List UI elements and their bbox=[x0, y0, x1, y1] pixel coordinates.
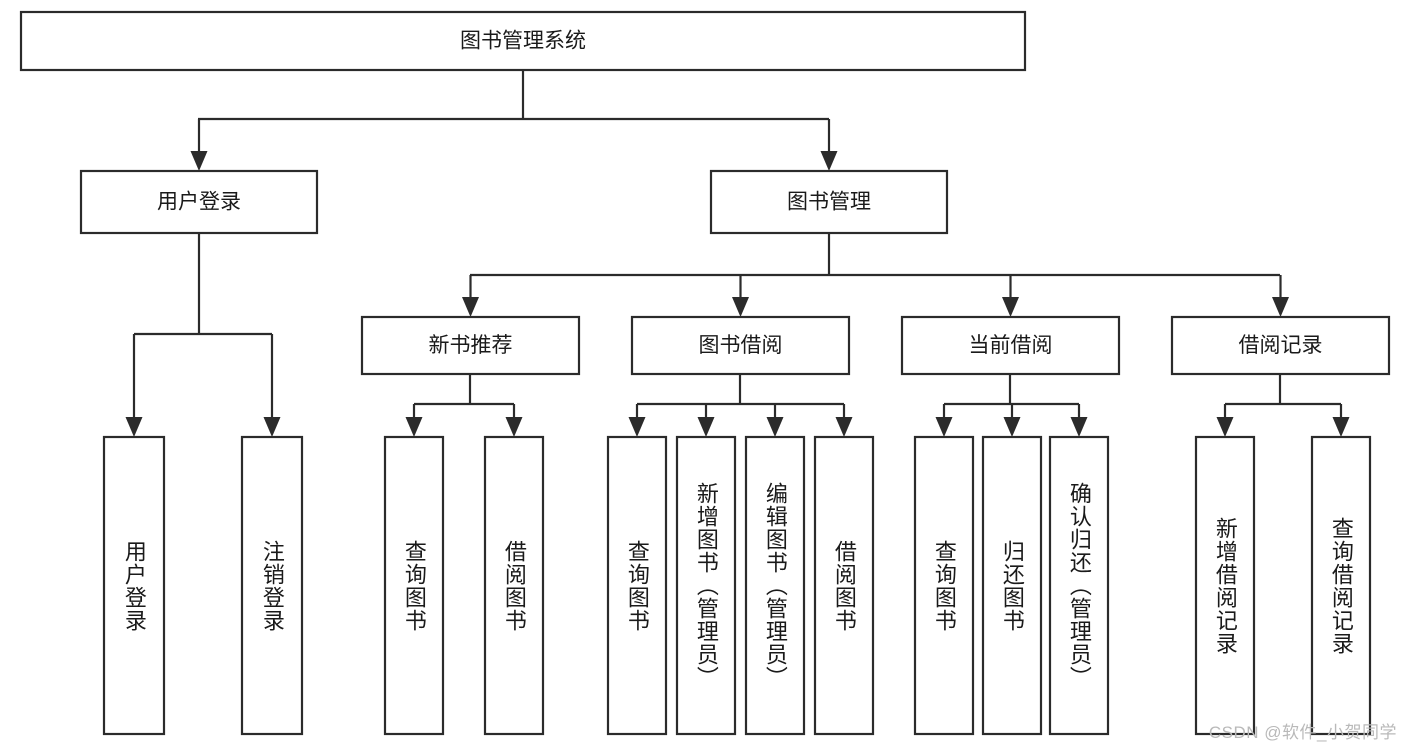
arrow-head-icon bbox=[505, 417, 523, 437]
leaf-node-11-box[interactable] bbox=[1194, 435, 1256, 736]
arrow-head-icon bbox=[628, 417, 646, 437]
root-node-label: 图书管理系统 bbox=[460, 30, 586, 53]
arrow-head-icon bbox=[835, 417, 853, 437]
arrow-head-icon bbox=[1070, 417, 1088, 437]
arrow-head-icon bbox=[697, 417, 715, 437]
leaf-node-10-label: 确认归还（管理员） bbox=[1066, 482, 1092, 689]
leaf-node-7-label: 借阅图书 bbox=[831, 539, 857, 632]
arrow-head-icon bbox=[1216, 417, 1234, 437]
level2-node-0-box[interactable] bbox=[360, 315, 581, 376]
arrow-head-icon bbox=[263, 417, 281, 437]
leaf-node-9-label: 归还图书 bbox=[999, 539, 1025, 632]
leaf-node-3-box[interactable] bbox=[483, 435, 545, 736]
arrow-head-icon bbox=[766, 417, 784, 437]
connectors-layer bbox=[125, 70, 1350, 437]
arrow-head-icon bbox=[1002, 297, 1019, 317]
leaf-node-9-box[interactable] bbox=[981, 435, 1043, 736]
arrow-head-icon bbox=[462, 297, 479, 317]
arrow-head-icon bbox=[935, 417, 953, 437]
leaf-node-12-label: 查询借阅记录 bbox=[1328, 516, 1354, 655]
leaf-node-4-box[interactable] bbox=[606, 435, 668, 736]
leaf-node-1-label: 注销登录 bbox=[259, 539, 285, 632]
arrow-head-icon bbox=[820, 151, 838, 171]
arrow-head-icon bbox=[1272, 297, 1289, 317]
watermark: CSDN @软件_小贺同学 bbox=[1208, 723, 1397, 742]
leaf-node-10-box[interactable] bbox=[1048, 435, 1110, 736]
leaf-node-7-box[interactable] bbox=[813, 435, 875, 736]
level2-node-2-label: 当前借阅 bbox=[969, 334, 1053, 357]
level2-node-1-box[interactable] bbox=[630, 315, 851, 376]
leaf-node-0-box[interactable] bbox=[102, 435, 166, 736]
leaf-node-8-label: 查询图书 bbox=[931, 539, 957, 632]
leaf-node-2-label: 查询图书 bbox=[401, 539, 427, 632]
level2-node-0-label: 新书推荐 bbox=[429, 334, 513, 357]
root-node-box[interactable] bbox=[19, 10, 1027, 72]
level2-node-3-box[interactable] bbox=[1170, 315, 1391, 376]
leaf-node-1-box[interactable] bbox=[240, 435, 304, 736]
level2-node-2-box[interactable] bbox=[900, 315, 1121, 376]
arrow-head-icon bbox=[405, 417, 423, 437]
arrow-head-icon bbox=[1003, 417, 1021, 437]
leaf-node-11-label: 新增借阅记录 bbox=[1212, 516, 1238, 655]
leaf-node-5-label: 新增图书（管理员） bbox=[693, 482, 719, 689]
leaf-node-12-box[interactable] bbox=[1310, 435, 1372, 736]
level2-node-3-label: 借阅记录 bbox=[1239, 334, 1323, 357]
level1-node-1-label: 图书管理 bbox=[787, 191, 871, 214]
arrow-head-icon bbox=[190, 151, 208, 171]
level1-node-0-box[interactable] bbox=[79, 169, 319, 235]
leaf-node-3-label: 借阅图书 bbox=[501, 539, 527, 632]
level1-node-0-label: 用户登录 bbox=[157, 191, 241, 214]
leaf-node-5-box[interactable] bbox=[675, 435, 737, 736]
arrow-head-icon bbox=[1332, 417, 1350, 437]
leaf-node-8-box[interactable] bbox=[913, 435, 975, 736]
leaf-node-4-label: 查询图书 bbox=[624, 539, 650, 632]
boxes-layer bbox=[19, 10, 1391, 736]
level2-node-1-label: 图书借阅 bbox=[699, 334, 783, 357]
level1-node-1-box[interactable] bbox=[709, 169, 949, 235]
arrow-head-icon bbox=[732, 297, 749, 317]
leaf-node-6-box[interactable] bbox=[744, 435, 806, 736]
arrow-head-icon bbox=[125, 417, 143, 437]
leaf-node-2-box[interactable] bbox=[383, 435, 445, 736]
leaf-node-0-label: 用户登录 bbox=[121, 539, 147, 632]
leaf-node-6-label: 编辑图书（管理员） bbox=[762, 482, 788, 689]
